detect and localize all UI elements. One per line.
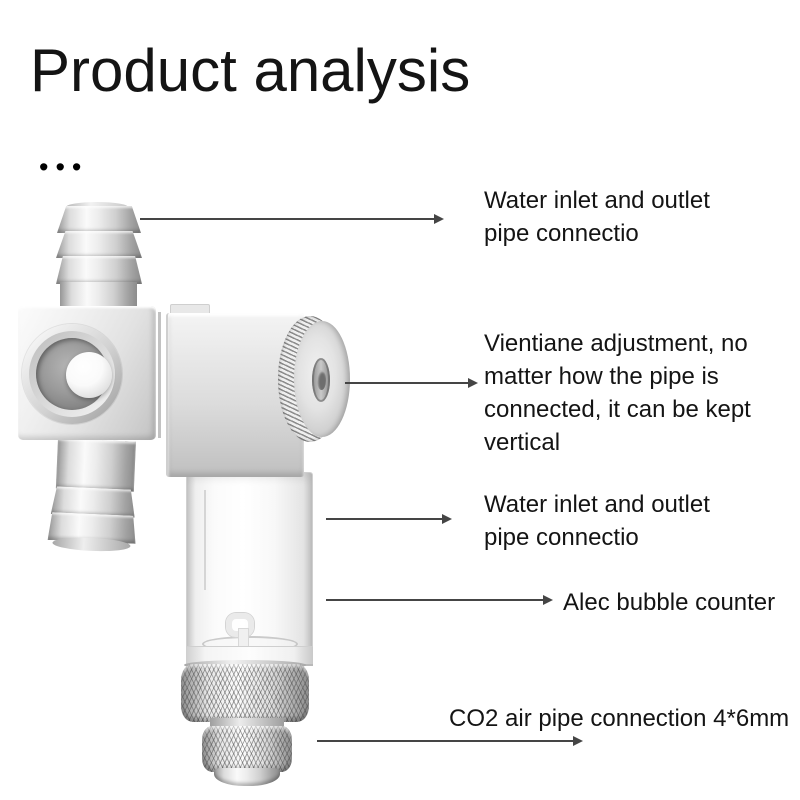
annotation-line: pipe connectio [484,524,639,551]
annotation-line: pipe connectio [484,220,639,247]
knob-hub-hole [317,370,326,390]
annotation-line: CO2 air pipe connection 4*6mm [449,705,790,732]
co2-inlet-nut [202,726,292,772]
annotation-line: Vientiane adjustment, no [484,330,748,357]
annotation-water-inlet-top: Water inlet and outlet pipe connectio [484,184,710,250]
annotation-line: Water inlet and outlet [484,187,710,214]
page-title: Product analysis [30,37,471,104]
hose-barb-bottom [47,438,140,554]
annotation-bubble-counter: Alec bubble counter [563,586,775,619]
barb-neck [55,438,136,492]
annotation-co2-inlet: CO2 air pipe connection 4*6mm [449,702,789,735]
bottom-cap [214,768,280,786]
barb-ridge [56,256,142,284]
nut-neck [210,718,284,728]
cylinder-highlight [204,490,206,590]
nozzle-stem [238,628,249,648]
block-seam [158,312,161,438]
annotation-line: vertical [484,429,561,456]
arrow-co2-inlet [317,736,583,746]
annotation-line: Water inlet and outlet [484,491,710,518]
barb-ridge [57,206,141,233]
arrow-vientiane [345,378,478,388]
sight-glass-ball [66,352,112,398]
annotation-line: matter how the pipe is [484,363,719,390]
annotation-line: connected, it can be kept [484,396,751,423]
knurled-lock-nut [181,664,309,722]
adjustment-knob [278,316,350,442]
annotation-vientiane: Vientiane adjustment, no matter how the … [484,327,751,459]
arrow-bubble-counter [326,595,553,605]
annotation-line: Alec bubble counter [563,589,776,616]
barb-neck [60,282,137,309]
annotation-water-inlet-mid: Water inlet and outlet pipe connectio [484,488,710,554]
barb-ridge [56,231,142,258]
arrow-water-inlet-top [140,214,444,224]
ellipsis-dots: ••• [39,152,89,182]
arrow-water-inlet-mid [326,514,452,524]
